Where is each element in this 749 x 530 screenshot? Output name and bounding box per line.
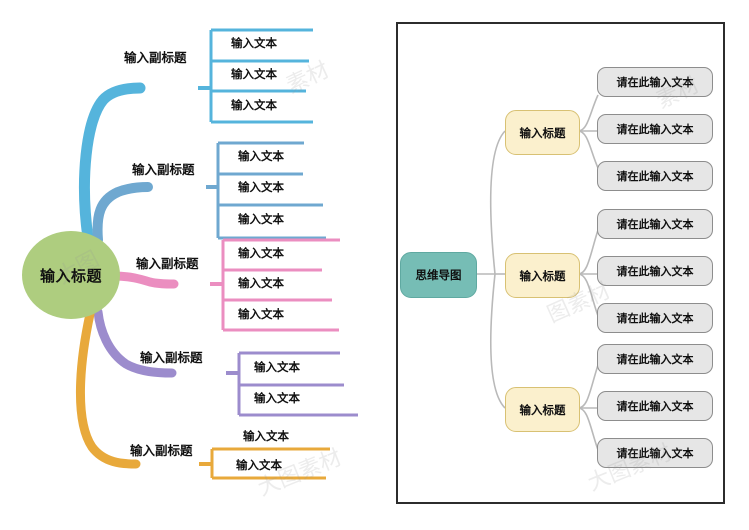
item-3-3[interactable]: 请在此输入文本 [597,438,713,468]
item-2-3-label: 请在此输入文本 [616,313,694,325]
item-2-3[interactable]: 请在此输入文本 [597,303,713,333]
item-3-2[interactable]: 请在此输入文本 [597,391,713,421]
leaf-pink-2[interactable]: 输入文本 [238,278,284,290]
group-node-3-label: 输入标题 [519,404,566,417]
item-1-1[interactable]: 请在此输入文本 [597,67,713,97]
item-1-2[interactable]: 请在此输入文本 [597,114,713,144]
subtitle-blue-2[interactable]: 输入副标题 [132,163,195,177]
leaf-purple-1[interactable]: 输入文本 [254,362,300,374]
branch-curve-pink [109,271,179,289]
leaf-blue-1-1[interactable]: 输入文本 [231,38,277,50]
root-node-circle[interactable]: 输入标题 [22,231,120,319]
item-1-3[interactable]: 请在此输入文本 [597,161,713,191]
leaf-blue-1-2[interactable]: 输入文本 [231,69,277,81]
subtitle-pink[interactable]: 输入副标题 [136,257,199,271]
group-node-2-label: 输入标题 [519,270,566,283]
item-2-2-label: 请在此输入文本 [616,266,694,278]
item-3-2-label: 请在此输入文本 [616,401,694,413]
watermark-1: 素材 [282,56,333,98]
leaf-pink-1[interactable]: 输入文本 [238,248,284,260]
branch-curve-blue-2 [92,182,153,245]
subtitle-orange[interactable]: 输入副标题 [130,444,193,458]
group-node-2[interactable]: 输入标题 [505,253,580,298]
right-root-node[interactable]: 思维导图 [400,252,477,298]
leaf-blue-2-3[interactable]: 输入文本 [238,214,284,226]
branch-curve-orange [76,309,141,469]
item-1-3-label: 请在此输入文本 [616,171,694,183]
group-node-3[interactable]: 输入标题 [505,387,580,432]
item-2-1-label: 请在此输入文本 [616,219,694,231]
leaf-orange-2[interactable]: 输入文本 [236,460,282,472]
leaf-blue-2-1[interactable]: 输入文本 [238,151,284,163]
right-root-label: 思维导图 [415,270,462,282]
leaf-blue-2-2[interactable]: 输入文本 [238,182,284,194]
item-3-1[interactable]: 请在此输入文本 [597,344,713,374]
leaf-blue-1-3[interactable]: 输入文本 [231,100,277,112]
leaf-orange-1[interactable]: 输入文本 [243,431,289,443]
group-node-1-label: 输入标题 [519,127,566,140]
right-diagram-frame [396,22,725,504]
item-1-2-label: 请在此输入文本 [616,124,694,136]
item-2-2[interactable]: 请在此输入文本 [597,256,713,286]
leaf-pink-3[interactable]: 输入文本 [238,309,284,321]
leaf-purple-2[interactable]: 输入文本 [254,393,300,405]
item-2-1[interactable]: 请在此输入文本 [597,209,713,239]
group-node-1[interactable]: 输入标题 [505,110,580,155]
item-3-3-label: 请在此输入文本 [616,448,694,460]
subtitle-purple[interactable]: 输入副标题 [140,351,203,365]
root-node-label: 输入标题 [39,267,102,285]
subtitle-blue-1[interactable]: 输入副标题 [124,51,187,65]
item-1-1-label: 请在此输入文本 [616,77,694,89]
item-3-1-label: 请在此输入文本 [616,354,694,366]
